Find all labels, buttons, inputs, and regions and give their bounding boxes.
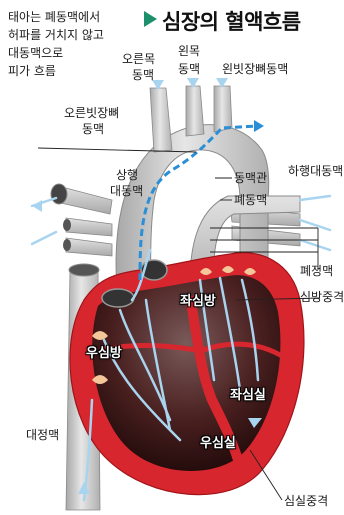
label-pulmonary-artery: 폐동맥 [234, 193, 267, 207]
chamber-right-atrium: 우심방 [86, 342, 122, 361]
label-left-subclavian: 왼빗장뼈동맥 [222, 62, 288, 76]
label-vena-cava: 대정맥 [26, 428, 59, 442]
fetal-note-line-3: 대동맥으로 [8, 46, 63, 60]
label-left-carotid-2: 동맥 [178, 62, 200, 76]
chamber-right-ventricle: 우심실 [200, 432, 236, 451]
fetal-note-line-1: 태아는 폐동맥에서 [8, 10, 100, 24]
chamber-left-ventricle: 좌심실 [230, 384, 266, 403]
chamber-left-atrium: 좌심방 [180, 290, 216, 309]
label-ascending-aorta-2: 대동맥 [110, 184, 143, 198]
label-pulmonary-vein: 폐정맥 [300, 264, 333, 278]
label-right-subclavian-2: 동맥 [82, 122, 104, 136]
vena-cava-top-opening [69, 264, 99, 276]
label-descending-aorta: 하행대동맥 [288, 164, 343, 178]
label-atrial-septum: 심방중격 [300, 290, 344, 304]
label-ductus-arteriosus: 동맥관 [234, 171, 267, 185]
diagram-title: 심장의 혈액흐름 [162, 6, 301, 36]
label-right-carotid-2: 동맥 [132, 68, 154, 82]
label-ventricular-septum: 심실중격 [284, 494, 328, 508]
label-left-carotid: 왼목 [178, 44, 200, 58]
fetal-note-line-4: 피가 흐름 [8, 64, 56, 78]
label-right-carotid: 오른목 [122, 52, 155, 66]
label-right-subclavian: 오른빗장뼈 [64, 106, 119, 120]
label-ascending-aorta: 상행 [116, 168, 138, 182]
fetal-note-line-2: 허파를 거치지 않고 [8, 28, 104, 42]
title-marker-icon [144, 11, 157, 27]
